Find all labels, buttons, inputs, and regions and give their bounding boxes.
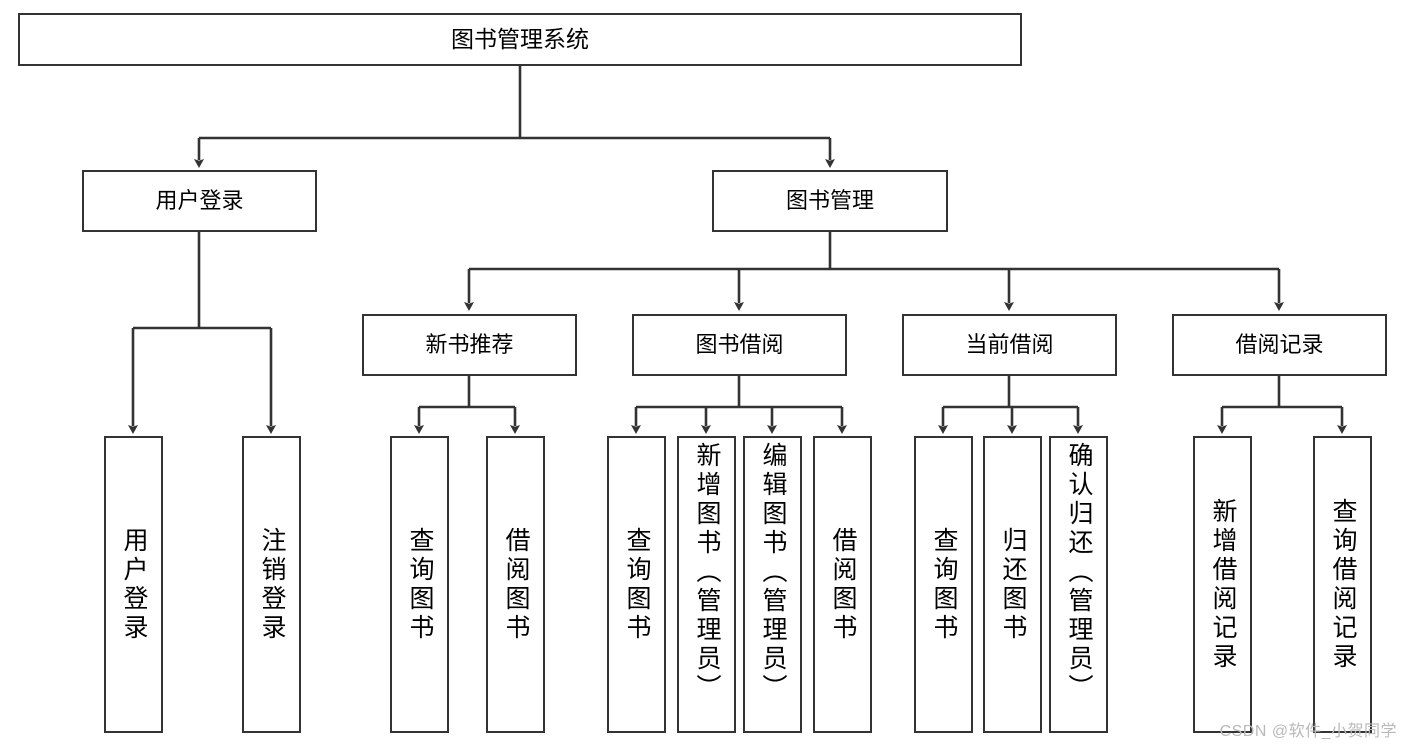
- node-leaf-borrow-record-add[interactable]: 新增借阅记录: [1193, 436, 1252, 733]
- node-label: 确认归还（管理员）: [1065, 442, 1093, 703]
- node-label: 编辑图书（管理员）: [759, 442, 787, 703]
- node-label: 图书管理系统: [451, 26, 589, 53]
- node-leaf-user-login-logout[interactable]: 注销登录: [242, 436, 301, 733]
- node-label: 新书推荐: [425, 332, 514, 358]
- node-book-manage[interactable]: 图书管理: [712, 170, 948, 232]
- node-leaf-current-borrow-query[interactable]: 查询图书: [914, 436, 973, 733]
- node-label: 归还图书: [999, 526, 1027, 643]
- node-label: 图书管理: [785, 188, 874, 214]
- node-leaf-book-borrow-edit[interactable]: 编辑图书（管理员）: [743, 436, 802, 733]
- node-current-borrow[interactable]: 当前借阅: [902, 314, 1117, 376]
- node-label: 查询图书: [406, 526, 434, 643]
- node-label: 借阅图书: [502, 526, 530, 643]
- node-label: 当前借阅: [965, 332, 1054, 358]
- node-leaf-borrow-record-query[interactable]: 查询借阅记录: [1313, 436, 1372, 733]
- node-book-borrow[interactable]: 图书借阅: [632, 314, 847, 376]
- node-user-login[interactable]: 用户登录: [82, 170, 317, 232]
- node-root-library-system[interactable]: 图书管理系统: [18, 13, 1022, 66]
- node-label: 借阅图书: [829, 526, 857, 643]
- node-leaf-book-borrow-add[interactable]: 新增图书（管理员）: [677, 436, 736, 733]
- watermark-text: CSDN @软件_小贺同学: [1219, 723, 1397, 740]
- node-label: 用户登录: [120, 526, 148, 643]
- node-leaf-user-login-login[interactable]: 用户登录: [104, 436, 163, 733]
- node-label: 注销登录: [258, 526, 286, 643]
- node-leaf-new-book-borrow[interactable]: 借阅图书: [486, 436, 545, 733]
- node-label: 查询借阅记录: [1329, 497, 1357, 672]
- node-leaf-current-borrow-confirm[interactable]: 确认归还（管理员）: [1049, 436, 1108, 733]
- node-label: 用户登录: [155, 188, 244, 214]
- node-leaf-new-book-query[interactable]: 查询图书: [390, 436, 449, 733]
- node-borrow-record[interactable]: 借阅记录: [1172, 314, 1387, 376]
- node-label: 借阅记录: [1235, 332, 1324, 358]
- node-leaf-current-borrow-return[interactable]: 归还图书: [983, 436, 1042, 733]
- node-new-book-recommend[interactable]: 新书推荐: [362, 314, 577, 376]
- node-leaf-book-borrow-borrow[interactable]: 借阅图书: [813, 436, 872, 733]
- node-label: 查询图书: [623, 526, 651, 643]
- node-label: 查询图书: [930, 526, 958, 643]
- node-label: 新增借阅记录: [1209, 497, 1237, 672]
- node-label: 新增图书（管理员）: [693, 442, 721, 703]
- node-leaf-book-borrow-query[interactable]: 查询图书: [607, 436, 666, 733]
- node-label: 图书借阅: [695, 332, 784, 358]
